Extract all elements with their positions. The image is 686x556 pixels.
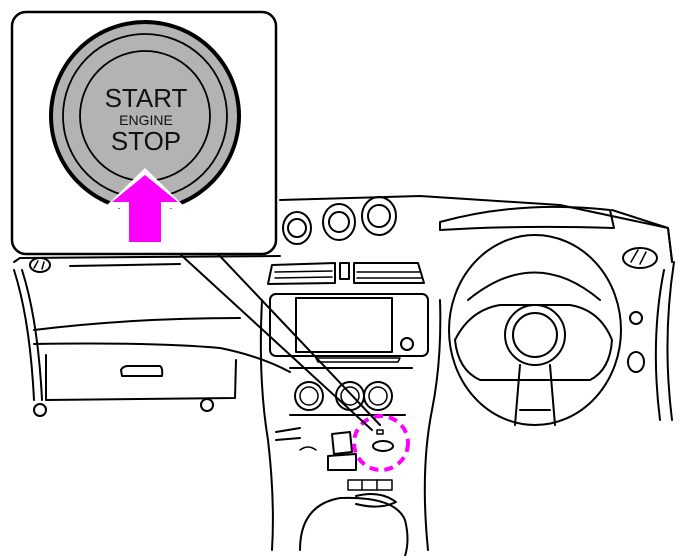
center-console xyxy=(259,299,442,556)
right-trim xyxy=(622,247,675,421)
center-display xyxy=(269,293,429,363)
button-label-start: START xyxy=(105,83,188,113)
callout-box: START ENGINE STOP xyxy=(10,10,278,256)
callout-leader xyxy=(179,253,381,431)
button-label-engine: ENGINE xyxy=(119,112,173,128)
gauge-pods xyxy=(282,196,397,245)
center-vents xyxy=(267,262,425,285)
steering-wheel xyxy=(448,234,622,426)
button-label-stop: STOP xyxy=(111,126,181,156)
press-arrow-icon xyxy=(112,175,178,242)
engine-switch-highlight xyxy=(352,414,410,472)
passenger-dashboard xyxy=(13,257,291,417)
engine-switch-button xyxy=(372,440,394,452)
